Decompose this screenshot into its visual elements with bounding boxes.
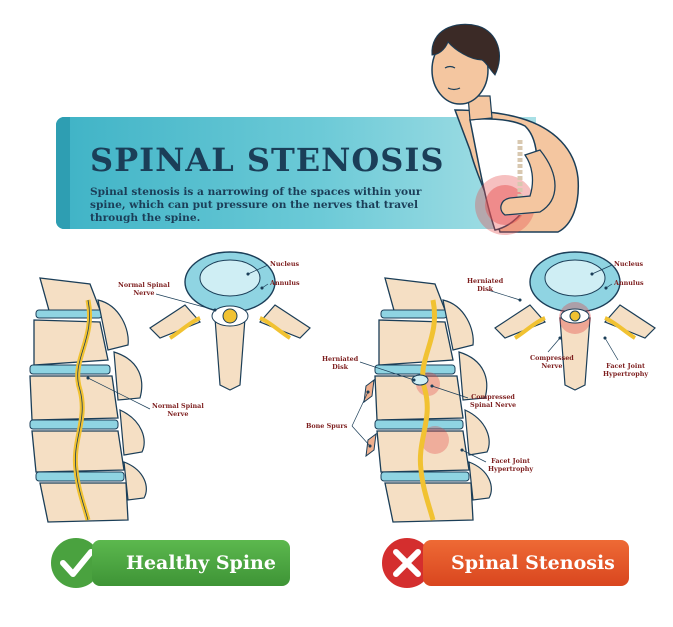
cross-icon (378, 534, 436, 592)
stenosis-spine-side-view (363, 277, 492, 523)
healthy-vertebra-top-view (149, 251, 311, 391)
label-annulus-stenosis: Annulus (614, 279, 644, 287)
page-title: SPINAL STENOSIS (90, 141, 445, 179)
leader-lines (86, 264, 619, 463)
stenosis-vertebra-top-view (494, 251, 656, 391)
spinal-stenosis-badge: Spinal Stenosis (423, 540, 629, 586)
label-nucleus-stenosis: Nucleus (614, 260, 644, 268)
man-illustration (431, 23, 580, 235)
healthy-spine-side-view (29, 277, 147, 523)
title-banner (56, 117, 536, 229)
page-subtitle: Spinal stenosis is a narrowing of the sp… (90, 186, 422, 224)
label-nucleus-healthy: Nucleus (270, 260, 300, 268)
spinal-stenosis-label: Spinal Stenosis (451, 552, 615, 574)
banner-fold (56, 117, 70, 229)
label-annulus-healthy: Annulus (270, 279, 300, 287)
healthy-spine-label: Healthy Spine (126, 552, 276, 574)
healthy-spine-badge: Healthy Spine (92, 540, 290, 586)
label-bone-spurs: Bone Spurs (306, 422, 348, 430)
